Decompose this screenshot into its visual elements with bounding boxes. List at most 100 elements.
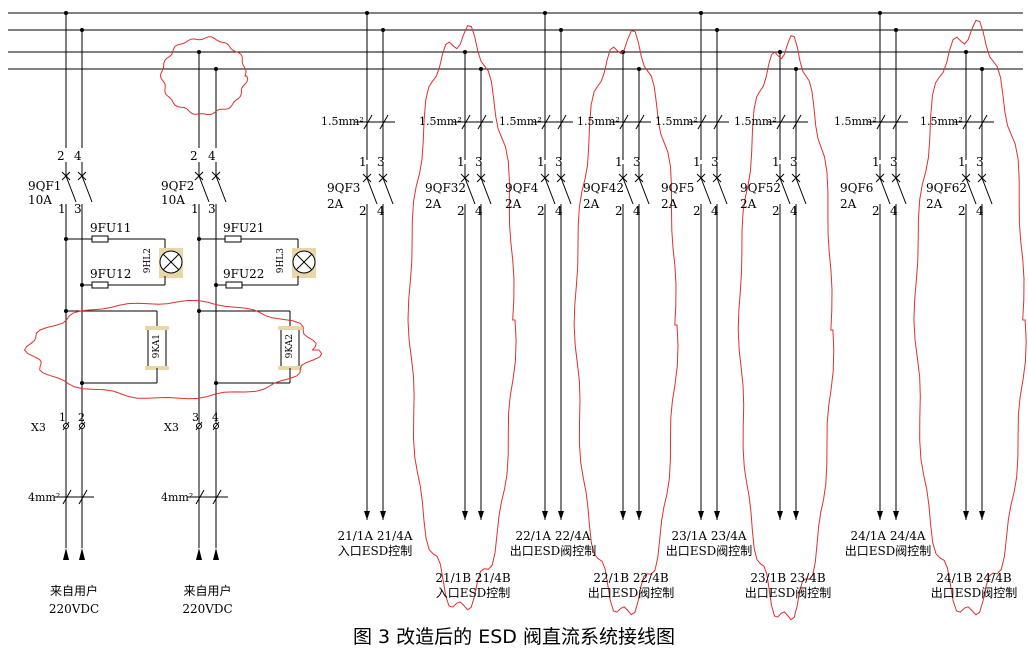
terminal-number: 4 [555, 204, 563, 218]
breaker-1-b-blade [215, 175, 227, 203]
terminal-number: 3 [74, 202, 82, 216]
annotation-loop-9qf52 [737, 34, 835, 621]
junction-dot [80, 381, 84, 385]
output-arrow [714, 511, 720, 520]
lamp-cross [162, 253, 180, 271]
feeder-cable-label: 1.5mm² [734, 115, 777, 128]
terminal-number: 2 [537, 204, 545, 218]
terminal-number: 1 [958, 155, 966, 169]
feeder-breaker-6-b-blade [895, 177, 907, 205]
cable-label: 4mm² [161, 491, 194, 504]
feeder-output-label: 21/1A 21/4A [337, 529, 413, 543]
feeder-output-label: 23/1A 23/4A [671, 529, 747, 543]
breaker-0-b-blade [81, 175, 93, 203]
terminal-number: 3 [790, 155, 798, 169]
terminal-number: 4 [208, 149, 216, 163]
breaker-rating: 10A [28, 193, 52, 207]
terminal-number: 3 [890, 155, 898, 169]
terminal-number: 2 [958, 204, 966, 218]
terminal-number: 3 [555, 155, 563, 169]
figure-caption: 图 3 改造后的 ESD 阀直流系统接线图 [353, 626, 675, 648]
feeder-breaker-0-a-blade [366, 177, 378, 205]
breaker-0-a-blade [65, 175, 77, 203]
breaker-1-a-blade [198, 175, 210, 203]
terminal-number: 2 [78, 411, 85, 424]
terminal-number: 1 [772, 155, 780, 169]
feeder-breaker-4-a-blade [700, 177, 712, 205]
relay-mount [278, 326, 302, 330]
feeder-breaker-label: 9QF4 [505, 181, 539, 195]
feeder-cable-label: 1.5mm² [834, 115, 877, 128]
terminal-number: 2 [693, 204, 701, 218]
junction-dot [214, 381, 218, 385]
feeder-breaker-label: 9QF6 [840, 181, 874, 195]
feeder-cable-7-slash2 [978, 114, 988, 130]
terminal-number: 1 [693, 155, 701, 169]
feeder-cable-0-slash2 [379, 114, 389, 130]
feeder-breaker-2-a-blade [544, 177, 556, 205]
terminal-number: 2 [772, 204, 780, 218]
feeder-cable-6-slash2 [892, 114, 902, 130]
feeder-desc-label: 出口ESD阀控制 [665, 544, 753, 558]
terminal-slash [195, 421, 203, 431]
annotation-loop-9qf62 [913, 19, 1027, 616]
terminal-number: 3 [475, 155, 483, 169]
feeder-breaker-1-b-blade [480, 177, 492, 205]
terminal-number: 2 [359, 204, 367, 218]
feeder-breaker-rating: 2A [583, 197, 600, 211]
terminal-number: 4 [377, 204, 385, 218]
feeder-cable-5-slash2 [792, 114, 802, 130]
breaker-label: 9QF2 [161, 179, 195, 193]
output-arrow [636, 511, 642, 520]
feeder-breaker-6-a-blade [879, 177, 891, 205]
terminal-number: 3 [192, 411, 199, 424]
terminal-number: 2 [615, 204, 623, 218]
breaker-label: 9QF1 [28, 179, 62, 193]
feeder-cable-3-slash1 [619, 114, 629, 130]
terminal-number: 4 [711, 204, 719, 218]
voltage-label: 220VDC [48, 602, 100, 616]
relay-mount [145, 326, 169, 330]
fuse [91, 235, 109, 243]
output-arrow [462, 511, 468, 520]
terminal-number: 4 [633, 204, 641, 218]
output-arrow [777, 511, 783, 520]
terminal-number: 4 [475, 204, 483, 218]
terminal-number: 1 [191, 202, 199, 216]
annotation-loop-relays [23, 299, 323, 400]
breaker-rating: 10A [161, 193, 185, 207]
feeder-breaker-rating: 2A [425, 197, 442, 211]
output-arrow [380, 511, 386, 520]
feeder-breaker-3-b-blade [638, 177, 650, 205]
terminal-number: 1 [872, 155, 880, 169]
feeder-output-label: 22/1B 22/4B [593, 571, 669, 585]
output-arrow [542, 511, 548, 520]
terminal-slash [212, 421, 220, 431]
feeder-cable-label: 1.5mm² [321, 115, 364, 128]
feeder-cable-5-slash1 [776, 114, 786, 130]
terminal-number: 1 [457, 155, 465, 169]
output-arrow [963, 511, 969, 520]
terminal-number: 1 [537, 155, 545, 169]
terminal-number: 1 [615, 155, 623, 169]
terminal-number: 4 [74, 149, 82, 163]
terminal-block-label: X3 [164, 421, 179, 434]
feeder-breaker-1-a-blade [464, 177, 476, 205]
feeder-breaker-5-b-blade [795, 177, 807, 205]
source-arrow [79, 548, 85, 560]
output-arrow [364, 511, 370, 520]
feeder-cable-label: 1.5mm² [655, 115, 698, 128]
feeder-breaker-label: 9QF52 [740, 181, 782, 195]
feeder-breaker-rating: 2A [840, 197, 857, 211]
terminal-number: 3 [976, 155, 984, 169]
feeder-cable-4-slash1 [697, 114, 707, 130]
feeder-cable-label: 1.5mm² [499, 115, 542, 128]
feeder-breaker-label: 9QF3 [327, 181, 361, 195]
output-arrow [877, 511, 883, 520]
fuse [224, 235, 242, 243]
cable-0-slash2 [78, 489, 88, 505]
feeder-output-label: 23/1B 23/4B [750, 571, 826, 585]
feeder-breaker-rating: 2A [740, 197, 757, 211]
feeder-breaker-label: 9QF32 [425, 181, 467, 195]
